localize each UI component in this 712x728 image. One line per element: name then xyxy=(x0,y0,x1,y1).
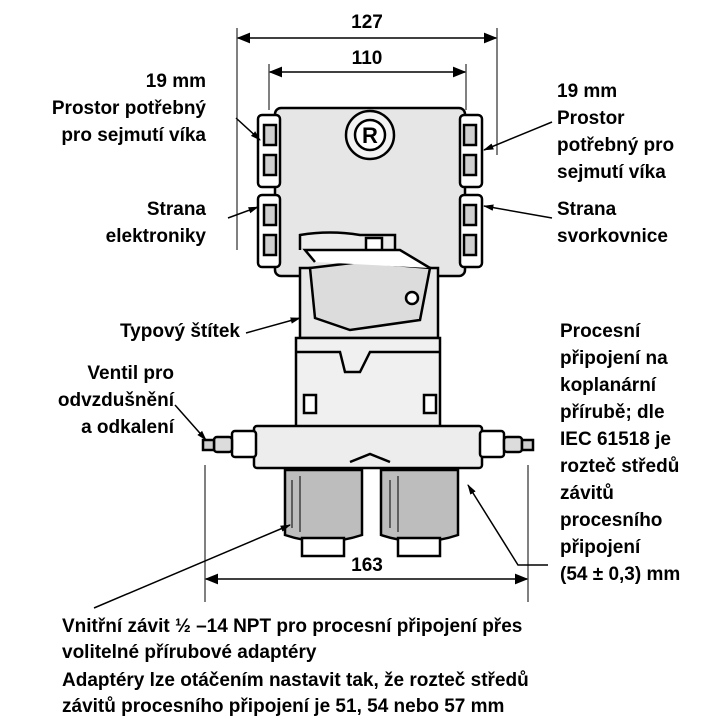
leader-process xyxy=(467,484,548,566)
leader-bottom-note xyxy=(93,524,291,609)
leader-left-clearance xyxy=(235,117,261,141)
coplanar-flange xyxy=(201,424,535,470)
nameplate-label: Typový štítek xyxy=(119,321,240,342)
terminal-side-label: Strana svorkovnice xyxy=(557,199,668,247)
sensor-module xyxy=(294,336,442,430)
right-clearance-label: 19 mm Prostor potřebný pro sejmutí víka xyxy=(557,81,675,183)
dim-127-label: 127 xyxy=(351,12,383,33)
leader-right-clearance xyxy=(483,121,553,151)
leader-electronics xyxy=(227,206,259,219)
left-clearance-label: 19 mm Prostor potřebný pro sejmutí víka xyxy=(51,71,206,146)
leader-drain xyxy=(174,404,207,441)
flange-adapters xyxy=(283,468,460,558)
process-connection-label: Procesní připojení na koplanární přírubě… xyxy=(560,321,681,585)
electronics-side-label: Strana elektroniky xyxy=(105,199,206,247)
module-neck xyxy=(298,231,440,340)
leader-terminal xyxy=(482,204,553,219)
dim-163-label: 163 xyxy=(351,555,383,576)
bottom-note-line-4: závitů procesního připojení je 51, 54 ne… xyxy=(62,696,505,717)
dim-110-label: 110 xyxy=(351,48,383,69)
logo-letter: R xyxy=(362,123,378,148)
drain-vent-label: Ventil pro odvzdušnění a odkalení xyxy=(57,363,174,438)
bottom-note-line-1: Vnitřní závit ½ –14 NPT pro procesní při… xyxy=(62,616,523,637)
bottom-note-line-3: Adaptéry lze otáčením nastavit tak, že r… xyxy=(62,670,529,691)
bottom-note-line-2: volitelné přírubové adaptéry xyxy=(62,642,317,663)
leader-nameplate xyxy=(245,317,302,334)
